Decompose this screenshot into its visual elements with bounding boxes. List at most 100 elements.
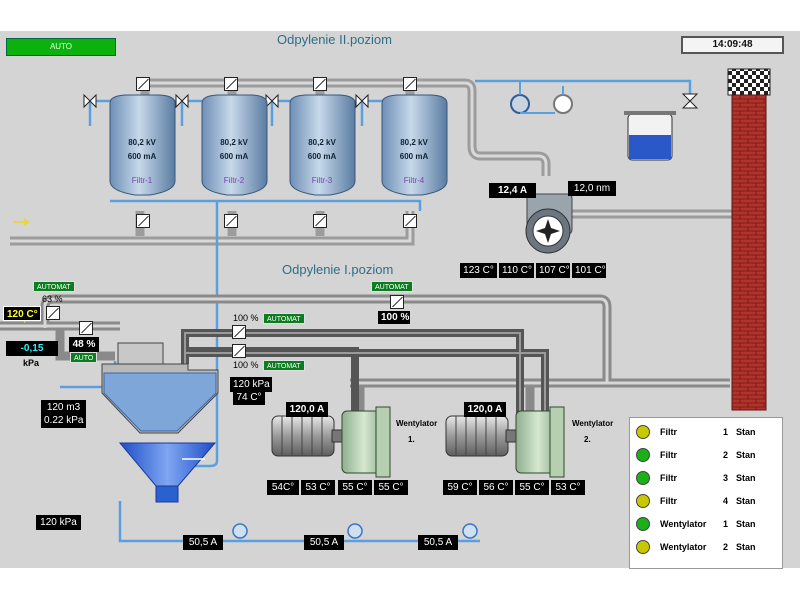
status-lamp-icon xyxy=(636,540,650,554)
fan-2-temp-1: 59 C° xyxy=(443,480,477,495)
filter-3-name[interactable]: Filtr-3 xyxy=(311,176,333,185)
filter-4-inlet-valve[interactable] xyxy=(403,77,417,91)
conveyor-1-current: 50,5 A xyxy=(183,535,223,550)
legend-state: Stan xyxy=(736,519,756,529)
main-fan-rpm: 12,0 nm xyxy=(568,181,616,196)
filter-2-voltage: 80,2 kV xyxy=(220,138,248,147)
filter-3-current: 600 mA xyxy=(307,152,337,161)
legend-state: Stan xyxy=(736,427,756,437)
main-fan xyxy=(525,193,573,254)
filter-4-voltage: 80,2 kV xyxy=(400,138,428,147)
legend-number: 2 xyxy=(722,542,728,552)
motor-1 xyxy=(271,415,343,457)
legend-number: 1 xyxy=(722,427,728,437)
status-lamp-icon xyxy=(636,448,650,462)
fan-1-number: 1. xyxy=(408,435,415,444)
fan-2-label: Wentylator xyxy=(572,419,614,428)
status-lamp-icon xyxy=(636,494,650,508)
status-lamp-icon xyxy=(636,517,650,531)
water-valves xyxy=(83,93,699,109)
legend-state: Stan xyxy=(736,496,756,506)
mid-damper-1[interactable] xyxy=(232,325,246,339)
conveyor-2-current: 50,5 A xyxy=(304,535,344,550)
status-legend: Filtr 1 Stan Filtr 2 Stan Filtr 3 Stan F… xyxy=(629,417,783,569)
filter-1-current: 600 mA xyxy=(127,152,157,161)
filter-4-outlet-valve[interactable] xyxy=(403,214,417,228)
filter-2-name[interactable]: Filtr-2 xyxy=(223,176,245,185)
conveyor-pumps xyxy=(232,523,478,539)
filter-1-inlet-valve[interactable] xyxy=(136,77,150,91)
right-damper-mode[interactable]: AUTOMAT xyxy=(371,281,413,292)
fan-housing-1 xyxy=(341,406,391,478)
water-tank xyxy=(624,111,676,161)
process-diagram xyxy=(0,68,771,543)
inlet-damper[interactable] xyxy=(46,306,60,320)
inlet-damper-pct: 63 % xyxy=(42,294,63,304)
mid-damper-2-mode[interactable]: AUTOMAT xyxy=(263,360,305,371)
status-lamp-icon xyxy=(636,471,650,485)
fan-1-temp-4: 55 C° xyxy=(374,480,408,495)
fan-1-temp-1: 54C° xyxy=(267,480,299,495)
legend-name: Filtr xyxy=(660,473,677,483)
filter-1-name[interactable]: Filtr-1 xyxy=(131,176,153,185)
main-fan-temp-4: 101 C° xyxy=(572,263,606,278)
main-fan-temp-1: 123 C° xyxy=(460,263,497,278)
cyclone-valve[interactable] xyxy=(79,321,93,335)
clock-display: 14:09:48 xyxy=(681,36,784,54)
fan-1-temp-3: 55 C° xyxy=(338,480,372,495)
fan-1-temp-2: 53 C° xyxy=(301,480,335,495)
filter-4-current: 600 mA xyxy=(399,152,429,161)
filter-3-inlet-valve[interactable] xyxy=(313,77,327,91)
fan-2-temp-3: 55 C° xyxy=(515,480,549,495)
cyclone xyxy=(101,342,219,434)
filter-tanks xyxy=(109,94,448,196)
fan-2-current: 120,0 A xyxy=(464,402,506,417)
filter-3-outlet-valve[interactable] xyxy=(313,214,327,228)
inlet-damper-mode[interactable]: AUTOMAT xyxy=(33,281,75,292)
stage1-title: Odpylenie I.poziom xyxy=(282,262,394,277)
mid-damper-1-pct: 100 % xyxy=(233,313,259,323)
mid-damper-2-pct: 100 % xyxy=(233,360,259,370)
pump-group xyxy=(510,81,573,114)
motor-2 xyxy=(445,415,517,457)
legend-number: 4 xyxy=(722,496,728,506)
filter-2-inlet-valve[interactable] xyxy=(224,77,238,91)
right-damper-pct: 100 % xyxy=(378,311,410,324)
mid-damper-2[interactable] xyxy=(232,344,246,358)
legend-state: Stan xyxy=(736,473,756,483)
fan-2-temp-4: 53 C° xyxy=(551,480,585,495)
inlet-pressure-unit: kPa xyxy=(23,358,40,368)
filter-4-name[interactable]: Filtr-4 xyxy=(403,176,425,185)
conveyor-3-current: 50,5 A xyxy=(418,535,458,550)
cyclone-flow-pressure: 0.22 kPa xyxy=(41,413,86,428)
hopper-pressure: 120 kPa xyxy=(36,515,81,530)
legend-name: Wentylator xyxy=(660,542,707,552)
filter-2-outlet-valve[interactable] xyxy=(224,214,238,228)
stage2-title: Odpylenie II.poziom xyxy=(277,32,392,47)
legend-number: 2 xyxy=(722,450,728,460)
main-fan-temp-3: 107 C° xyxy=(536,263,570,278)
status-lamp-icon xyxy=(636,425,650,439)
fan-2-temp-2: 56 C° xyxy=(479,480,513,495)
filter-1-outlet-valve[interactable] xyxy=(136,214,150,228)
legend-number: 3 xyxy=(722,473,728,483)
cyclone-valve-mode[interactable]: AUTO xyxy=(70,352,98,363)
inlet-temp: 120 C° xyxy=(3,306,41,321)
filter-1-voltage: 80,2 kV xyxy=(128,138,156,147)
filter-2-current: 600 mA xyxy=(219,152,249,161)
scada-panel: AUTO 14:09:48 Odpylenie II.poziom Odpyle… xyxy=(0,31,800,568)
fan-housing-2 xyxy=(515,406,565,478)
inlet-pressure: -0,15 xyxy=(6,341,58,356)
filter-3-voltage: 80,2 kV xyxy=(308,138,336,147)
cyclone-valve-pct: 48 % xyxy=(69,337,99,352)
mid-damper-1-mode[interactable]: AUTOMAT xyxy=(263,313,305,324)
mode-indicator[interactable]: AUTO xyxy=(6,38,116,56)
legend-state: Stan xyxy=(736,450,756,460)
main-fan-temp-2: 110 C° xyxy=(499,263,534,278)
hopper xyxy=(118,442,217,503)
legend-name: Filtr xyxy=(660,427,677,437)
right-damper[interactable] xyxy=(390,295,404,309)
legend-state: Stan xyxy=(736,542,756,552)
fan-1-label: Wentylator xyxy=(396,419,438,428)
legend-name: Filtr xyxy=(660,496,677,506)
